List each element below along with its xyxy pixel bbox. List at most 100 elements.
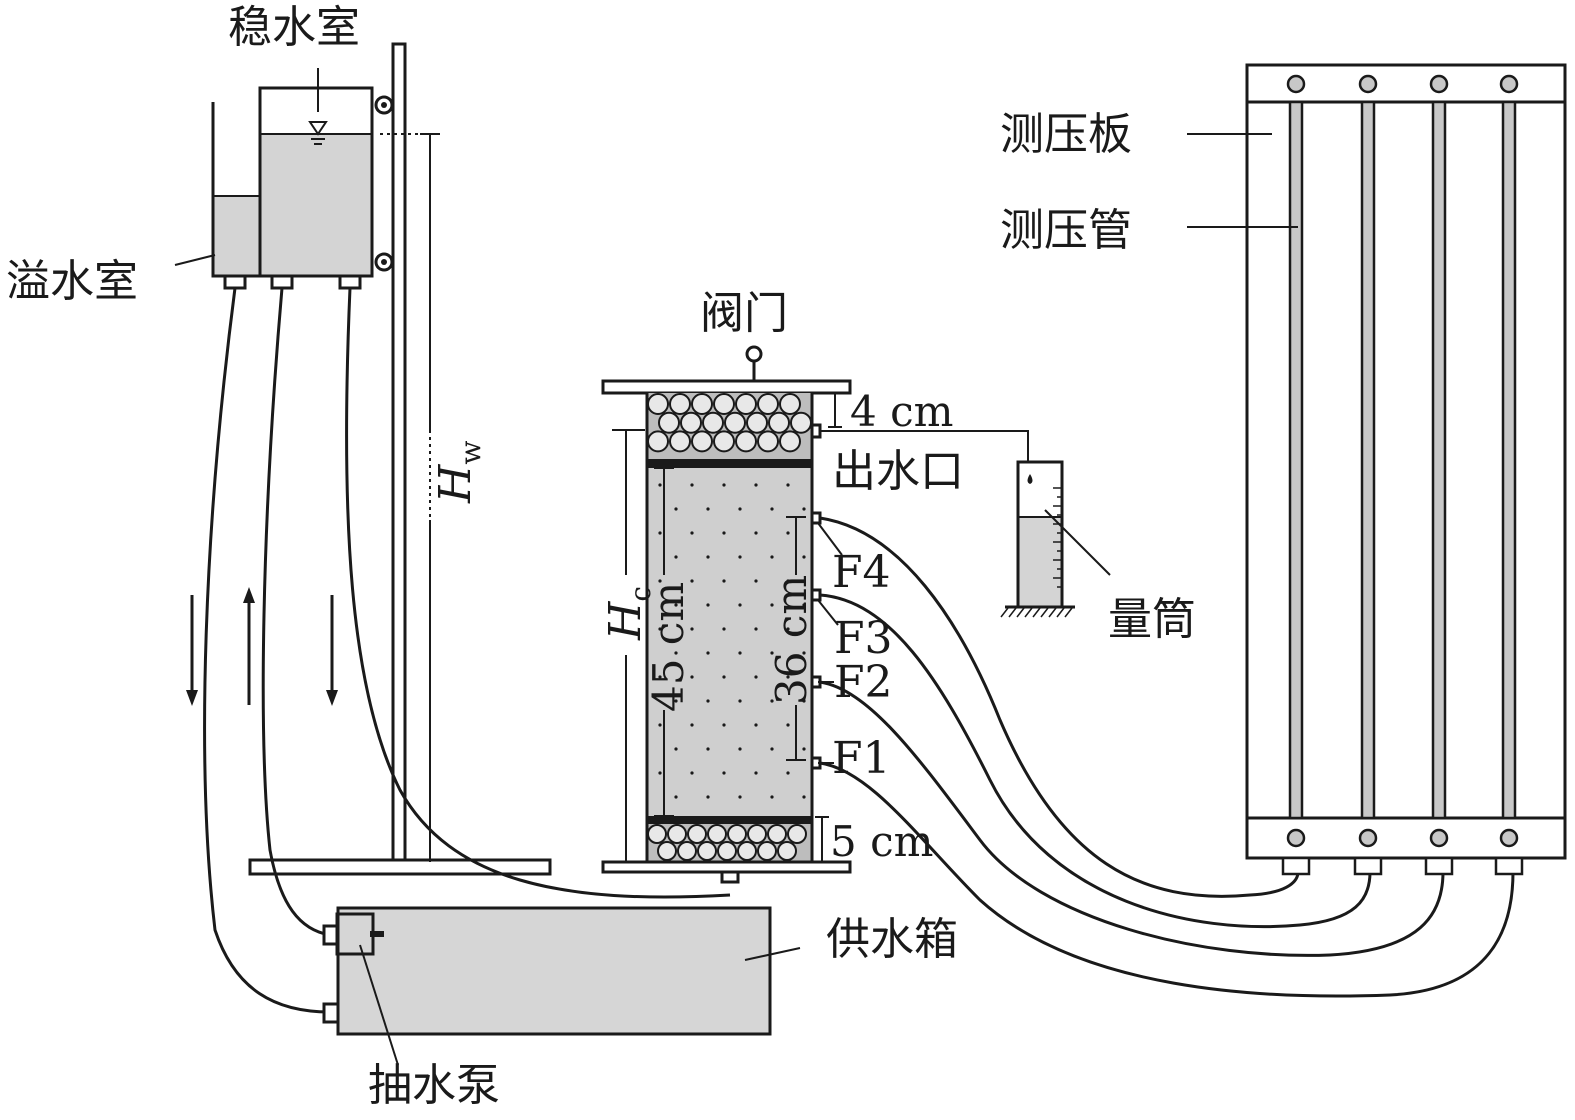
soil-dot	[738, 603, 742, 607]
screw-icon	[1499, 828, 1519, 848]
bottom-filter	[647, 816, 812, 824]
tube-nozzle	[1424, 856, 1454, 876]
tube-nozzle	[1494, 856, 1524, 876]
soil-dot	[674, 555, 678, 559]
soil-dot	[722, 771, 726, 775]
soil-dot	[658, 531, 662, 535]
supply-tank-box	[336, 906, 772, 1036]
gravel-stone	[757, 393, 779, 415]
soil-dot	[658, 483, 662, 487]
overflow-chamber-label: 溢水室	[6, 256, 138, 307]
tap-f1-label: F1	[832, 733, 891, 784]
gravel-stone	[747, 824, 767, 844]
top-filter	[647, 459, 812, 468]
soil-dot	[690, 675, 694, 679]
tap-f2-label: F2	[834, 657, 893, 708]
flow-down-arrow-icon	[186, 690, 198, 706]
soil-dot	[674, 699, 678, 703]
stilling-chamber-label: 稳水室	[228, 2, 360, 53]
gravel-stone	[757, 430, 779, 453]
soil-dot	[754, 483, 758, 487]
piezometer-board: 测压板 测压管	[1000, 63, 1567, 876]
soil-dot	[674, 747, 678, 751]
soil-dot	[722, 675, 726, 679]
water-level-icon	[308, 121, 328, 136]
flow-up-arrow-icon	[243, 587, 255, 603]
gravel-stone	[727, 824, 747, 844]
top-gravel-stones	[647, 393, 812, 453]
gravel-stone	[691, 393, 713, 415]
gravel-stone	[697, 841, 717, 861]
tap-f3-nozzle	[810, 588, 822, 602]
soil-dot	[802, 603, 806, 607]
stand-clamp-top-pin	[381, 102, 387, 108]
stilling-nozzle-2	[338, 274, 362, 290]
soil-dot	[786, 579, 790, 583]
soil-dot	[674, 795, 678, 799]
column-inlet-pipe	[345, 287, 731, 899]
outlet-pipe	[820, 430, 1029, 462]
soil-dot	[674, 603, 678, 607]
soil-dots	[658, 483, 806, 799]
soil-dot	[754, 771, 758, 775]
soil-dot	[722, 483, 726, 487]
bottom-gravel-stones	[647, 824, 807, 861]
gravel-stone	[767, 824, 787, 844]
gravel-stone	[724, 411, 746, 434]
soil-dot	[754, 627, 758, 631]
gravel-stone	[746, 411, 768, 434]
bottom-gravel-thickness-label: 5 cm	[830, 817, 933, 866]
soil-dot	[786, 483, 790, 487]
tap-f4-nozzle	[810, 511, 822, 525]
soil-dot	[802, 651, 806, 655]
soil-dot	[786, 771, 790, 775]
valve-label: 阀门	[700, 288, 788, 339]
overflow-chamber	[211, 102, 260, 290]
soil-dot	[658, 627, 662, 631]
water-supply-tank: 供水箱 抽水泵	[322, 906, 958, 1111]
gravel-stone	[713, 393, 735, 415]
cylinder-water	[1018, 517, 1062, 607]
tap-span-label: 36 cm	[767, 575, 816, 705]
gravel-stone	[687, 824, 707, 844]
soil-dot	[706, 651, 710, 655]
hw-dimension: Hw	[420, 133, 487, 862]
piezometer-tube	[1360, 100, 1376, 820]
gravel-stone	[768, 411, 790, 434]
gravel-stone	[677, 841, 697, 861]
soil-dot	[658, 579, 662, 583]
soil-dot	[706, 747, 710, 751]
gravel-stone	[777, 841, 797, 861]
screw-icon	[1286, 828, 1306, 848]
piezometer-board-label: 测压板	[1000, 109, 1132, 160]
soil-dot	[786, 627, 790, 631]
soil-dot	[770, 699, 774, 703]
soil-dot	[658, 771, 662, 775]
soil-dot	[690, 483, 694, 487]
overflow-return-pipe	[203, 287, 331, 1014]
water-drop-icon	[1027, 474, 1033, 484]
gravel-stone	[717, 841, 737, 861]
soil-dot	[706, 699, 710, 703]
tube-nozzle	[1353, 856, 1383, 876]
gravel-stone	[707, 824, 727, 844]
pipe-f1	[819, 761, 1515, 998]
pipe-f4	[819, 516, 1300, 898]
supply-pipes	[203, 287, 731, 1014]
screw-icon	[1286, 74, 1306, 94]
pump-label: 抽水泵	[368, 1060, 500, 1111]
stand-pole	[391, 42, 407, 874]
top-gravel-thickness-label: 4 cm	[850, 387, 953, 436]
gravel-stone	[647, 430, 669, 453]
soil-sample	[647, 468, 812, 816]
soil-dot	[786, 531, 790, 535]
soil-dot	[690, 771, 694, 775]
gravel-stone	[647, 393, 669, 415]
gravel-stone	[779, 393, 801, 415]
gravel-stone	[735, 430, 757, 453]
gravel-stone	[757, 841, 777, 861]
soil-dot	[674, 651, 678, 655]
screw-icon	[1358, 74, 1378, 94]
flow-arrows	[186, 587, 338, 706]
measuring-cylinder: 量筒	[1000, 460, 1196, 645]
